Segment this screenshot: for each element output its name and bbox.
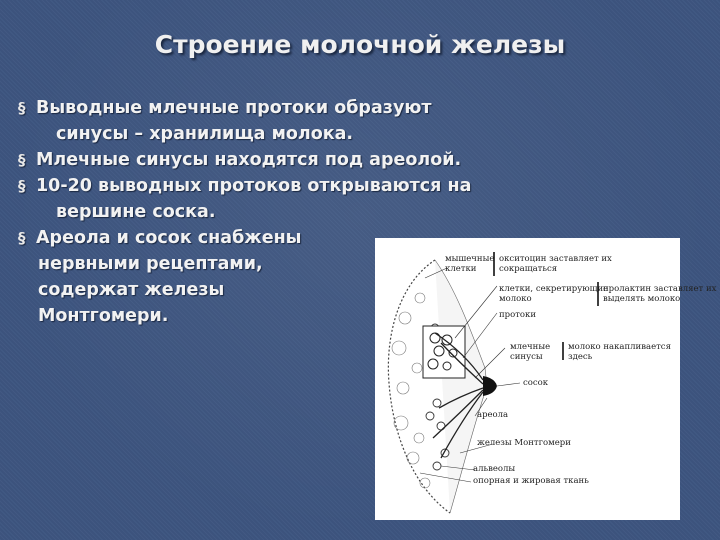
bullet-item: § Млечные синусы находятся под ареолой.: [18, 147, 578, 173]
label-ducts: протоки: [499, 310, 537, 320]
label-prolactin: пролактин заставляет их выделять молоко: [603, 284, 716, 304]
bullet-text: Млечные синусы находятся под ареолой.: [36, 150, 462, 170]
label-line: окситоцин заставляет их: [499, 254, 612, 264]
bullet-marker: §: [18, 99, 26, 117]
label-secreting-cells: клетки, секретирующие молоко: [499, 284, 608, 304]
bullet-text-cont: Монтгомери.: [38, 306, 169, 326]
bullet-text-cont: синусы – хранилища молока.: [56, 124, 354, 144]
breast-structure-diagram: мышечные клетки окситоцин заставляет их …: [375, 238, 716, 520]
label-areola: ареола: [477, 410, 509, 420]
bullet-item: § Выводные млечные протоки образуют сину…: [18, 95, 578, 147]
bullet-marker: §: [18, 151, 26, 169]
label-line: пролактин заставляет их: [603, 284, 717, 294]
bullet-item: § Ареола и сосок снабжены нервными рецеп…: [18, 225, 578, 329]
label-muscle-cells: мышечные клетки: [445, 254, 494, 274]
label-tissue: опорная и жировая ткань: [473, 476, 589, 486]
label-line: клетки: [445, 264, 477, 274]
bullet-text-cont: нервными рецептами,: [38, 254, 263, 274]
label-line: молоко: [499, 294, 532, 304]
bullet-text: Ареола и сосок снабжены: [36, 228, 302, 248]
bullet-list: § Выводные млечные протоки образуют сину…: [18, 95, 578, 329]
bullet-text-cont: содержат железы: [38, 280, 225, 300]
label-line: здесь: [568, 352, 593, 362]
label-line: синусы: [510, 352, 543, 362]
label-milk-accumulates: молоко накапливается здесь: [568, 342, 671, 362]
bullet-text-cont: вершине соска.: [56, 202, 216, 222]
label-sinuses: млечные синусы: [510, 342, 550, 362]
label-line: млечные: [510, 342, 551, 352]
label-alveoli: альвеолы: [473, 464, 516, 474]
slide-title: Строение молочной железы: [154, 30, 566, 59]
bullet-marker: §: [18, 177, 26, 195]
label-line: выделять молоко: [603, 294, 681, 304]
bullet-item: § 10-20 выводных протоков открываются на…: [18, 173, 578, 225]
diagram-illustration: [387, 252, 599, 514]
bullet-text: 10-20 выводных протоков открываются на: [36, 176, 472, 196]
label-montgomery: железы Монтгомери: [477, 438, 571, 448]
label-line: мышечные: [445, 254, 495, 264]
label-oxytocin: окситоцин заставляет их сокращаться: [499, 254, 612, 274]
label-nipple: сосок: [523, 378, 549, 388]
bullet-marker: §: [18, 229, 26, 247]
label-line: молоко накапливается: [568, 342, 671, 352]
label-line: клетки, секретирующие: [499, 284, 609, 294]
bullet-text: Выводные млечные протоки образуют: [36, 98, 432, 118]
label-line: сокращаться: [499, 264, 558, 274]
